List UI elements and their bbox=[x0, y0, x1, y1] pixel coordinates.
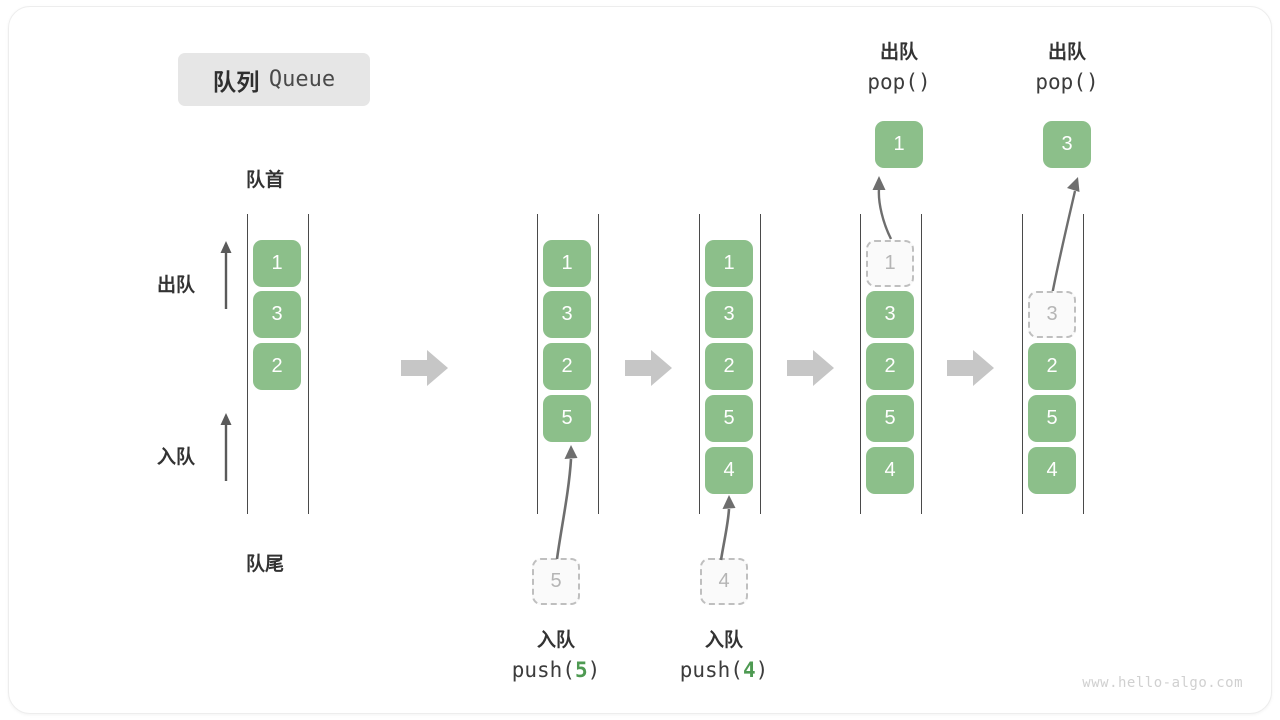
queue-column-push5: 1 3 2 5 bbox=[537, 214, 599, 514]
caption-pop1: 出队 pop() bbox=[829, 39, 969, 97]
watermark: www.hello-algo.com bbox=[1082, 675, 1243, 691]
rail-right bbox=[598, 214, 599, 514]
queue-cell: 4 bbox=[705, 447, 753, 494]
queue-cell: 1 bbox=[253, 240, 301, 287]
enqueue-direction-arrow bbox=[220, 413, 232, 481]
title-english: Queue bbox=[268, 67, 336, 92]
caption-pop3: 出队 pop() bbox=[997, 39, 1137, 97]
queue-column-pop3: 3 2 5 4 bbox=[1022, 214, 1084, 514]
queue-cell: 2 bbox=[866, 343, 914, 390]
incoming-ghost-cell: 5 bbox=[532, 558, 580, 605]
dequeue-curved-arrow bbox=[1050, 177, 1080, 296]
stage-arrow-icon bbox=[787, 350, 834, 386]
rail-left bbox=[860, 214, 861, 514]
diagram-title-badge: 队列 Queue bbox=[178, 53, 370, 106]
queue-cell: 3 bbox=[543, 291, 591, 338]
caption-push4: 入队 push(4) bbox=[639, 627, 809, 685]
queue-cell: 2 bbox=[253, 343, 301, 390]
enqueue-curved-arrow bbox=[555, 445, 578, 560]
dequeue-side-label: 出队 bbox=[157, 275, 196, 296]
queue-cell: 5 bbox=[705, 395, 753, 442]
rail-right bbox=[308, 214, 309, 514]
rail-right bbox=[1083, 214, 1084, 514]
queue-column-push4: 1 3 2 5 4 bbox=[699, 214, 761, 514]
queue-column-pop1: 1 3 2 5 4 bbox=[860, 214, 922, 514]
caption-pop3-cn: 出队 bbox=[1047, 42, 1086, 63]
caption-push5-code: push(5) bbox=[511, 657, 601, 682]
stage-arrow-icon bbox=[947, 350, 994, 386]
rail-left bbox=[699, 214, 700, 514]
queue-cell-ghost: 1 bbox=[866, 240, 914, 287]
queue-cell: 2 bbox=[543, 343, 591, 390]
queue-cell: 3 bbox=[866, 291, 914, 338]
queue-cell: 2 bbox=[1028, 343, 1076, 390]
caption-pop1-code: pop() bbox=[867, 69, 931, 94]
enqueue-side-label: 入队 bbox=[157, 447, 196, 468]
queue-cell: 1 bbox=[543, 240, 591, 287]
caption-pop1-cn: 出队 bbox=[879, 42, 918, 63]
caption-push5: 入队 push(5) bbox=[471, 627, 641, 685]
stage-arrow-icon bbox=[625, 350, 672, 386]
popped-cell: 3 bbox=[1043, 121, 1091, 168]
caption-push4-code: push(4) bbox=[679, 657, 769, 682]
queue-cell: 5 bbox=[543, 395, 591, 442]
title-chinese: 队列 bbox=[212, 68, 260, 95]
queue-cell: 4 bbox=[1028, 447, 1076, 494]
queue-head-label: 队首 bbox=[246, 170, 285, 191]
queue-cell: 5 bbox=[866, 395, 914, 442]
caption-push4-cn: 入队 bbox=[704, 630, 743, 651]
popped-cell: 1 bbox=[875, 121, 923, 168]
caption-push5-cn: 入队 bbox=[536, 630, 575, 651]
incoming-ghost-cell: 4 bbox=[700, 558, 748, 605]
rail-left bbox=[1022, 214, 1023, 514]
queue-cell: 2 bbox=[705, 343, 753, 390]
stage-arrow-icon bbox=[401, 350, 448, 386]
queue-cell: 3 bbox=[253, 291, 301, 338]
queue-column-initial: 1 3 2 bbox=[247, 214, 309, 514]
queue-cell-ghost: 3 bbox=[1028, 291, 1076, 338]
queue-cell: 4 bbox=[866, 447, 914, 494]
diagram-card: 队列 Queue 队首 队尾 出队 入队 1 3 2 bbox=[8, 6, 1272, 714]
rail-right bbox=[760, 214, 761, 514]
caption-pop3-code: pop() bbox=[1035, 69, 1099, 94]
queue-cell: 3 bbox=[705, 291, 753, 338]
enqueue-curved-arrow bbox=[719, 495, 736, 561]
dequeue-direction-arrow bbox=[220, 241, 232, 309]
rail-left bbox=[247, 214, 248, 514]
queue-tail-label: 队尾 bbox=[246, 554, 285, 575]
queue-cell: 5 bbox=[1028, 395, 1076, 442]
rail-right bbox=[921, 214, 922, 514]
dequeue-curved-arrow bbox=[872, 176, 893, 240]
queue-cell: 1 bbox=[705, 240, 753, 287]
rail-left bbox=[537, 214, 538, 514]
